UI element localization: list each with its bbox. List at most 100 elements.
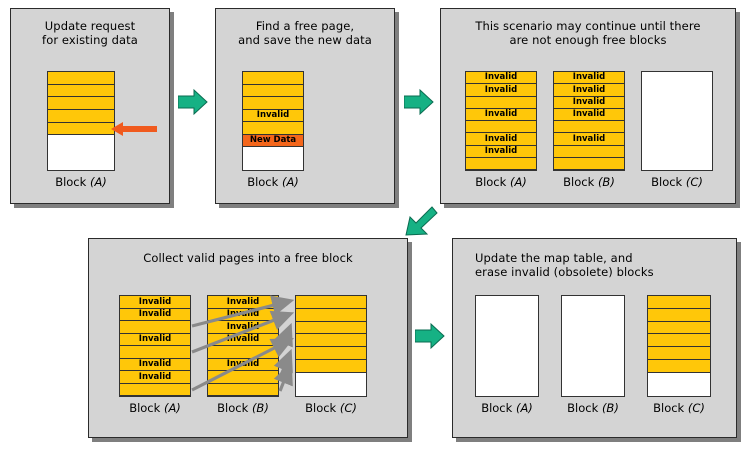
panel-find-free-page: Find a free page, and save the new data … (215, 8, 395, 204)
block-label-b: Block (B) (547, 401, 639, 415)
panel-not-enough-free-blocks: This scenario may continue until there a… (440, 8, 736, 204)
page-row (648, 308, 710, 322)
page-row (648, 347, 710, 360)
page-row-invalid: Invalid (243, 109, 303, 122)
page-row (562, 321, 624, 334)
page-row (562, 358, 624, 371)
block-label-id: (C) (339, 401, 357, 415)
page-row (476, 321, 538, 334)
page-row (554, 121, 624, 134)
block-a: Invalid New Data (242, 71, 304, 171)
block-label-a: Block (A) (109, 401, 201, 415)
page-row (476, 383, 538, 396)
page-row (466, 157, 536, 170)
block-label-text: Block (247, 175, 282, 189)
block-label-text: Block (305, 401, 340, 415)
page-row (648, 372, 710, 385)
update-pointer-arrow (111, 122, 157, 136)
page-row (562, 383, 624, 396)
page-row (648, 384, 710, 396)
page-row (476, 333, 538, 346)
page-row (296, 384, 366, 396)
page-row (296, 308, 366, 322)
page-row (48, 97, 114, 110)
block-c (641, 71, 713, 171)
page-row (648, 321, 710, 335)
block-a (47, 71, 115, 171)
page-row (296, 347, 366, 360)
page-row-invalid: Invalid (120, 371, 190, 384)
block-label-id: (B) (601, 401, 619, 415)
page-row (243, 97, 303, 110)
page-row-invalid: Invalid (466, 108, 536, 121)
page-row-invalid: Invalid (554, 84, 624, 97)
page-row (476, 308, 538, 321)
panel-collect-valid-pages: Collect valid pages into a free block In… (88, 238, 408, 438)
block-label-id: (A) (515, 401, 533, 415)
block-label-a: Block (A) (232, 175, 314, 189)
block-label-id: (C) (685, 175, 703, 189)
page-row-invalid: Invalid (466, 145, 536, 158)
block-label-id: (B) (597, 175, 615, 189)
block-label-text: Block (651, 175, 686, 189)
block-label-text: Block (481, 401, 516, 415)
block-label-text: Block (475, 175, 510, 189)
block-label-a: Block (A) (47, 175, 115, 189)
page-row (466, 121, 536, 134)
page-row (642, 84, 712, 97)
panel-caption: Collect valid pages into a free block (143, 251, 353, 265)
block-label-a: Block (A) (461, 401, 553, 415)
page-row (243, 122, 303, 135)
block-label-text: Block (55, 175, 90, 189)
block-label-b: Block (B) (197, 401, 289, 415)
page-row (120, 383, 190, 396)
page-row-invalid: Invalid (120, 296, 190, 309)
block-b (561, 295, 625, 397)
block-label-text: Block (653, 401, 688, 415)
page-row (296, 359, 366, 373)
page-row (476, 371, 538, 384)
page-row (243, 84, 303, 97)
page-row-invalid: Invalid (208, 333, 278, 346)
page-row (562, 308, 624, 321)
panel-caption: Update the map table, and erase invalid … (475, 251, 654, 279)
page-row-invalid: Invalid (554, 133, 624, 146)
page-row (48, 135, 114, 147)
page-row (642, 157, 712, 170)
page-row (562, 296, 624, 309)
panel-caption: Find a free page, and save the new data (238, 19, 372, 47)
flow-arrow-1-to-2 (178, 88, 208, 116)
panel-update-map-table: Update the map table, and erase invalid … (452, 238, 737, 438)
page-row (554, 145, 624, 158)
page-row (642, 145, 712, 158)
block-label-text: Block (129, 401, 164, 415)
page-row (562, 333, 624, 346)
page-row (48, 109, 114, 123)
page-row (642, 96, 712, 109)
page-row-invalid: Invalid (208, 321, 278, 334)
page-row (476, 358, 538, 371)
block-a: Invalid Invalid Invalid Invalid Invalid (465, 71, 537, 171)
page-row-invalid: Invalid (466, 133, 536, 146)
page-row (562, 371, 624, 384)
flow-arrow-2-to-3 (404, 88, 434, 116)
page-row (296, 334, 366, 347)
page-row (648, 359, 710, 373)
page-row-invalid: Invalid (466, 84, 536, 97)
page-row (642, 121, 712, 134)
page-row (476, 346, 538, 359)
block-c (647, 295, 711, 397)
block-label-id: (B) (251, 401, 269, 415)
page-row (243, 72, 303, 85)
flow-arrow-3-to-4 (405, 206, 438, 236)
flow-arrow-4-to-5 (415, 322, 445, 350)
block-c (295, 295, 367, 397)
page-row (243, 147, 303, 159)
panel-caption: This scenario may continue until there a… (475, 19, 701, 47)
panel-caption: Update request for existing data (42, 19, 138, 47)
page-row (296, 321, 366, 335)
page-row (48, 72, 114, 85)
page-row-invalid: Invalid (208, 358, 278, 371)
page-row-invalid: Invalid (208, 296, 278, 309)
page-row (120, 321, 190, 334)
